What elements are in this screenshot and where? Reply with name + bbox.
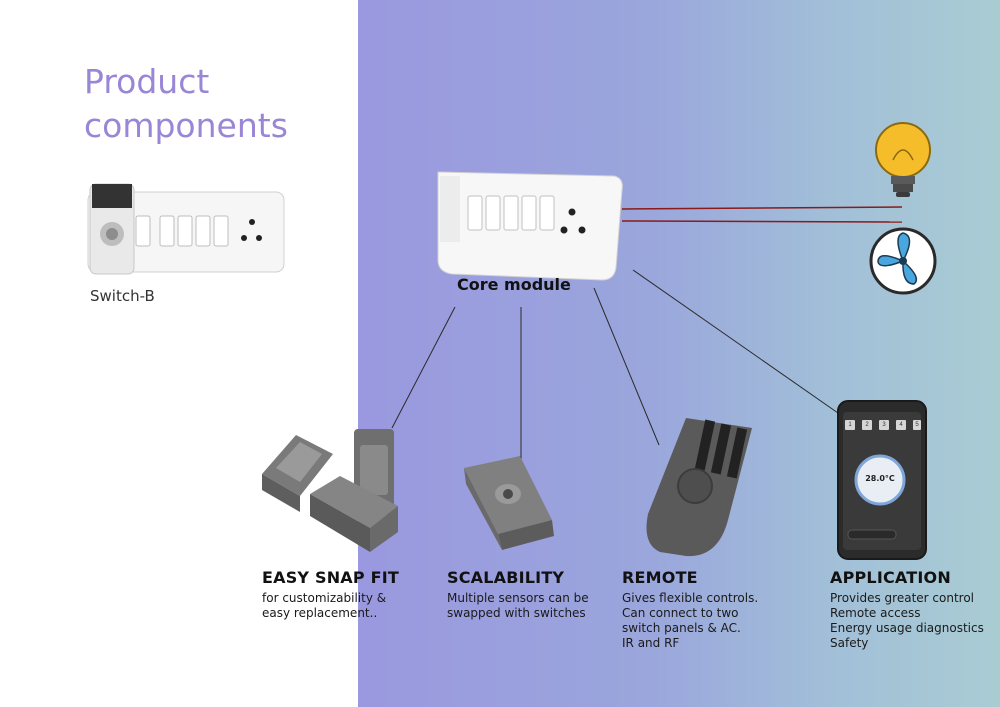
feature-line: switch panels & AC. bbox=[622, 621, 741, 635]
feature-line: Safety bbox=[830, 636, 869, 650]
phone-temperature: 28.0°C bbox=[865, 474, 895, 483]
feature-line: Remote access bbox=[830, 606, 921, 620]
page-title: Product components bbox=[84, 60, 344, 148]
wire-to-bulb bbox=[621, 206, 903, 210]
phone-tab-5: 5 bbox=[915, 422, 919, 428]
feature-line: Multiple sensors can be bbox=[447, 591, 589, 605]
connector-snapfit bbox=[391, 306, 456, 429]
page-title-line-1: Product bbox=[84, 62, 210, 101]
feature-title: SCALABILITY bbox=[447, 568, 565, 587]
phone-tab-1: 1 bbox=[848, 422, 852, 428]
snap-fit-modules-image bbox=[262, 429, 398, 552]
remote-image bbox=[646, 418, 752, 557]
fan-icon bbox=[869, 227, 937, 295]
scalability-sensor-image bbox=[464, 456, 554, 550]
feature-snap-fit: EASY SNAP FIT for customizability & easy… bbox=[262, 568, 399, 621]
connector-application bbox=[632, 269, 839, 414]
feature-application: APPLICATION Provides greater control Rem… bbox=[830, 568, 984, 651]
feature-line: for customizability & bbox=[262, 591, 387, 605]
phone-mockup bbox=[837, 400, 927, 560]
core-module-image bbox=[437, 171, 623, 281]
connector-remote bbox=[593, 287, 660, 446]
feature-line: swapped with switches bbox=[447, 606, 586, 620]
feature-remote: REMOTE Gives flexible controls. Can conn… bbox=[622, 568, 758, 651]
feature-line: IR and RF bbox=[622, 636, 680, 650]
bulb-icon bbox=[875, 122, 931, 197]
switch-b-image bbox=[87, 183, 285, 275]
feature-scalability: SCALABILITY Multiple sensors can be swap… bbox=[447, 568, 589, 621]
right-panel bbox=[358, 0, 1000, 707]
feature-line: Provides greater control bbox=[830, 591, 974, 605]
feature-line: Can connect to two bbox=[622, 606, 739, 620]
page-title-line-2: components bbox=[84, 106, 288, 145]
wire-to-fan bbox=[621, 220, 903, 223]
feature-line: Gives flexible controls. bbox=[622, 591, 759, 605]
phone-tab-3: 3 bbox=[882, 422, 886, 428]
feature-line: Energy usage diagnostics bbox=[830, 621, 984, 635]
feature-title: EASY SNAP FIT bbox=[262, 568, 399, 587]
left-panel bbox=[0, 0, 358, 707]
feature-title: REMOTE bbox=[622, 568, 698, 587]
phone-tab-2: 2 bbox=[865, 422, 869, 428]
feature-title: APPLICATION bbox=[830, 568, 951, 587]
switch-b-label: Switch-B bbox=[90, 287, 155, 305]
core-module-label: Core module bbox=[457, 275, 571, 294]
feature-line: easy replacement.. bbox=[262, 606, 378, 620]
phone-tab-4: 4 bbox=[899, 422, 903, 428]
